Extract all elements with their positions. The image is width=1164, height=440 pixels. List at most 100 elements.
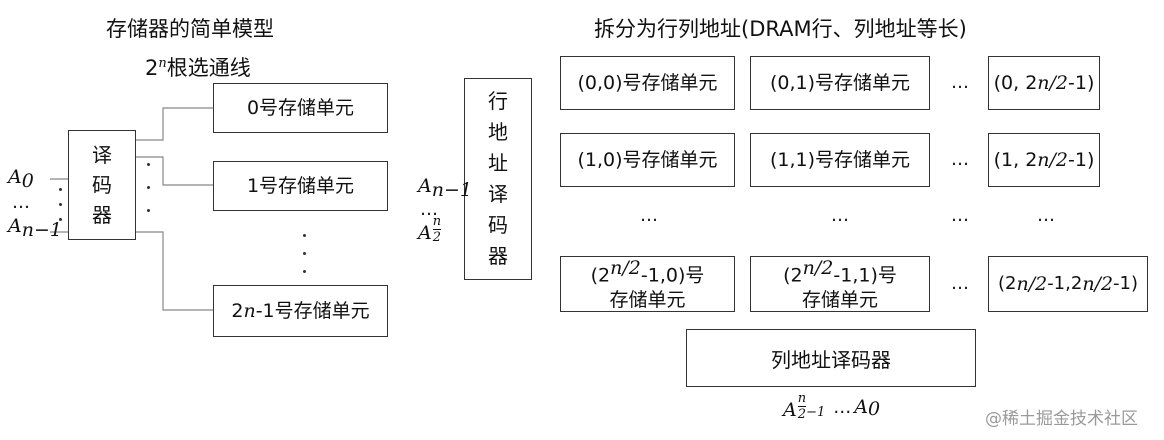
col-input-ellipsis: … bbox=[833, 397, 853, 418]
subtitle-base: 2 bbox=[145, 56, 159, 80]
vertical-dot bbox=[147, 209, 150, 212]
left-title: 存储器的简单模型 bbox=[106, 17, 274, 41]
cell-pre: (0, 2 bbox=[993, 72, 1038, 94]
input-a0-sub: 0 bbox=[21, 170, 34, 193]
row-decoder-char: 行 bbox=[488, 89, 508, 113]
cell-1-0: (1,0)号存储单元 bbox=[560, 133, 735, 187]
vertical-dot bbox=[59, 218, 62, 221]
row-input-ellipsis: … bbox=[420, 199, 439, 220]
vertical-dot bbox=[59, 203, 62, 206]
last-cell-base: 2 bbox=[231, 300, 244, 322]
cell-post: -1) bbox=[1113, 273, 1139, 294]
input-an1: An−1 bbox=[8, 215, 62, 241]
cell-line-1: (2n/2-1,0)号 bbox=[591, 256, 705, 287]
cell-pre: (2 bbox=[590, 264, 611, 287]
row-input-var: A bbox=[418, 222, 432, 244]
frac-num: n bbox=[432, 214, 442, 229]
line-to-cell-last bbox=[136, 231, 213, 311]
col-input-end-sub: 0 bbox=[868, 398, 881, 420]
row1-ellipsis: … bbox=[951, 149, 970, 170]
cell-exp: n/2 bbox=[1016, 273, 1048, 295]
vertical-dot bbox=[147, 186, 150, 189]
cell-exp: n/2 bbox=[1037, 72, 1069, 94]
row-decoder-char: 码 bbox=[488, 213, 508, 237]
col-input-sub-tail: −1 bbox=[806, 405, 826, 420]
frac-num: n bbox=[797, 391, 807, 406]
row-input-sub: n−1 bbox=[431, 179, 472, 202]
cell-post: -1,0)号 bbox=[640, 264, 705, 287]
frac-den: 2 bbox=[797, 407, 807, 422]
row-input-an1: An−1 bbox=[418, 175, 472, 201]
cell-pre: (2 bbox=[997, 273, 1017, 294]
input-an1-var: A bbox=[8, 215, 22, 237]
vertical-dot bbox=[59, 188, 62, 191]
vertical-dot bbox=[303, 234, 306, 237]
row0-ellipsis: … bbox=[951, 72, 970, 93]
input-a0: A0 bbox=[8, 166, 34, 192]
cell-exp: n/2 bbox=[802, 257, 834, 280]
cell-exp: n/2 bbox=[1082, 273, 1114, 295]
vertical-dot bbox=[303, 270, 306, 273]
cell-line-2: 存储单元 bbox=[801, 288, 878, 311]
cell-line-2: 存储单元 bbox=[609, 288, 686, 311]
subtitle-exp: n bbox=[158, 56, 167, 71]
memory-cell-0: 0号存储单元 bbox=[213, 83, 388, 133]
row-decoder-box: 行 地 址 译 码 器 bbox=[464, 78, 532, 280]
vertical-dot bbox=[147, 163, 150, 166]
cell-0-1: (0,1)号存储单元 bbox=[750, 56, 930, 110]
decoder-box: 译 码 器 bbox=[68, 130, 136, 240]
watermark: @稀土掘金技术社区 bbox=[985, 409, 1138, 429]
subtitle-text: 根选通线 bbox=[166, 56, 251, 80]
decoder-char: 译 bbox=[92, 143, 112, 167]
mid-ellipsis-3: … bbox=[951, 205, 970, 226]
cell-exp: n/2 bbox=[610, 257, 641, 280]
mid-ellipsis-1: … bbox=[640, 205, 659, 226]
row-decoder-char: 地 bbox=[488, 120, 508, 144]
row-input-var: A bbox=[418, 175, 432, 197]
column-decoder-box: 列地址译码器 bbox=[686, 329, 976, 387]
cell-pre: (1, 2 bbox=[993, 149, 1038, 171]
row-decoder-char: 址 bbox=[488, 151, 508, 175]
frac-den: 2 bbox=[432, 230, 442, 245]
cell-line-1: (2n/2-1,1)号 bbox=[783, 256, 897, 287]
cell-post: -1) bbox=[1068, 72, 1095, 94]
vertical-dot bbox=[303, 252, 306, 255]
cell-last-0: (2n/2-1,0)号 存储单元 bbox=[560, 256, 735, 312]
cell-post: -1,1)号 bbox=[833, 264, 897, 287]
last-cell-exp: n bbox=[243, 300, 256, 322]
decoder-char: 器 bbox=[92, 203, 112, 227]
cell-mid: -1,2 bbox=[1047, 273, 1083, 294]
input-ellipsis: … bbox=[12, 192, 31, 213]
line-to-cell-1 bbox=[136, 156, 213, 186]
row-decoder-char: 器 bbox=[488, 244, 508, 268]
right-title: 拆分为行列地址(DRAM行、列地址等长) bbox=[594, 17, 967, 41]
line-to-cell-0 bbox=[136, 107, 213, 141]
last-cell-text: -1号存储单元 bbox=[255, 300, 370, 322]
input-an1-sub: n−1 bbox=[21, 219, 62, 242]
cell-last-1: (2n/2-1,1)号 存储单元 bbox=[750, 256, 930, 312]
cell-post: -1) bbox=[1068, 149, 1095, 171]
cell-0-0: (0,0)号存储单元 bbox=[560, 56, 735, 110]
last-row-ellipsis: … bbox=[951, 273, 970, 294]
row-decoder-char: 译 bbox=[488, 182, 508, 206]
left-subtitle: 2n根选通线 bbox=[145, 52, 251, 82]
col-input-var: A bbox=[783, 399, 797, 421]
mid-ellipsis-4: … bbox=[1037, 205, 1056, 226]
cell-exp: n/2 bbox=[1037, 149, 1069, 171]
cell-1-1: (1,1)号存储单元 bbox=[750, 133, 930, 187]
mid-ellipsis-2: … bbox=[831, 205, 850, 226]
cell-pre: (2 bbox=[783, 264, 803, 287]
memory-cell-1: 1号存储单元 bbox=[213, 161, 388, 211]
col-input-end-var: A bbox=[854, 396, 869, 418]
decoder-char: 码 bbox=[92, 173, 112, 197]
input-a0-var: A bbox=[8, 166, 22, 188]
